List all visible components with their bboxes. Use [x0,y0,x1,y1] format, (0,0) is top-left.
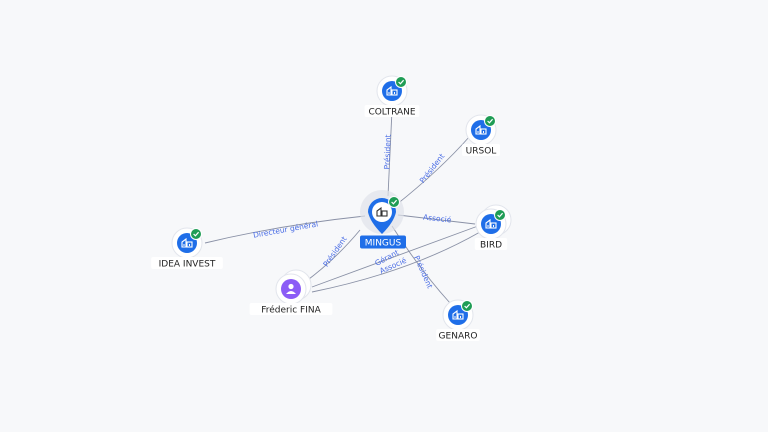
edge-label: Président [418,152,447,185]
edge-label: Président [321,235,348,269]
edge-label: Associé [423,213,453,225]
focus-node-mingus[interactable]: MINGUS [360,190,406,249]
verified-check-icon [484,115,496,127]
building-icon [485,218,497,229]
node-frederic-fina[interactable]: Fréderic FINA [249,269,333,316]
node-ursol[interactable]: URSOL [462,114,500,157]
verified-check-icon [395,76,407,88]
building-icon [376,206,388,217]
edge-line [391,225,451,304]
node-genaro[interactable]: GENARO [436,299,480,342]
building-icon [452,309,464,320]
edge-line [387,109,393,197]
node-bird[interactable]: BIRD [474,204,512,251]
person-icon [286,283,296,294]
node-label: IDEA INVEST [159,260,216,270]
node-label: Fréderic FINA [261,305,321,316]
node-label: BIRD [480,241,502,251]
edge-line [204,215,366,244]
edge-label: Directeur général [252,219,318,239]
focus-label: MINGUS [365,239,402,249]
verified-check-icon [494,209,506,221]
edge-bird[interactable]: Associé [397,213,476,225]
node-label: URSOL [466,147,497,157]
edge-line [304,229,361,283]
building-icon [181,237,193,248]
edge-ursol[interactable]: Président [395,135,471,206]
edge-line [397,214,476,225]
edge-line [395,135,471,206]
node-coltrane[interactable]: COLTRANE [364,75,420,118]
nodes-layer: COLTRANE URSOL BIRD GENARO IDEA INVEST Fréder… [151,75,512,342]
edge-line [311,225,479,288]
verified-check-icon [388,196,400,208]
verified-check-icon [190,228,202,240]
verified-check-icon [461,300,473,312]
focus-label-bg [360,235,406,249]
node-label: GENARO [439,332,478,342]
node-idea-invest[interactable]: IDEA INVEST [151,227,223,270]
edge-label: Président [382,134,392,169]
edge-coltrane[interactable]: Président [382,109,393,197]
building-icon [386,85,398,96]
node-label: COLTRANE [368,108,415,118]
building-icon [475,124,487,135]
edge-line [311,231,481,293]
edge-fina-pres[interactable]: Président [304,229,361,283]
